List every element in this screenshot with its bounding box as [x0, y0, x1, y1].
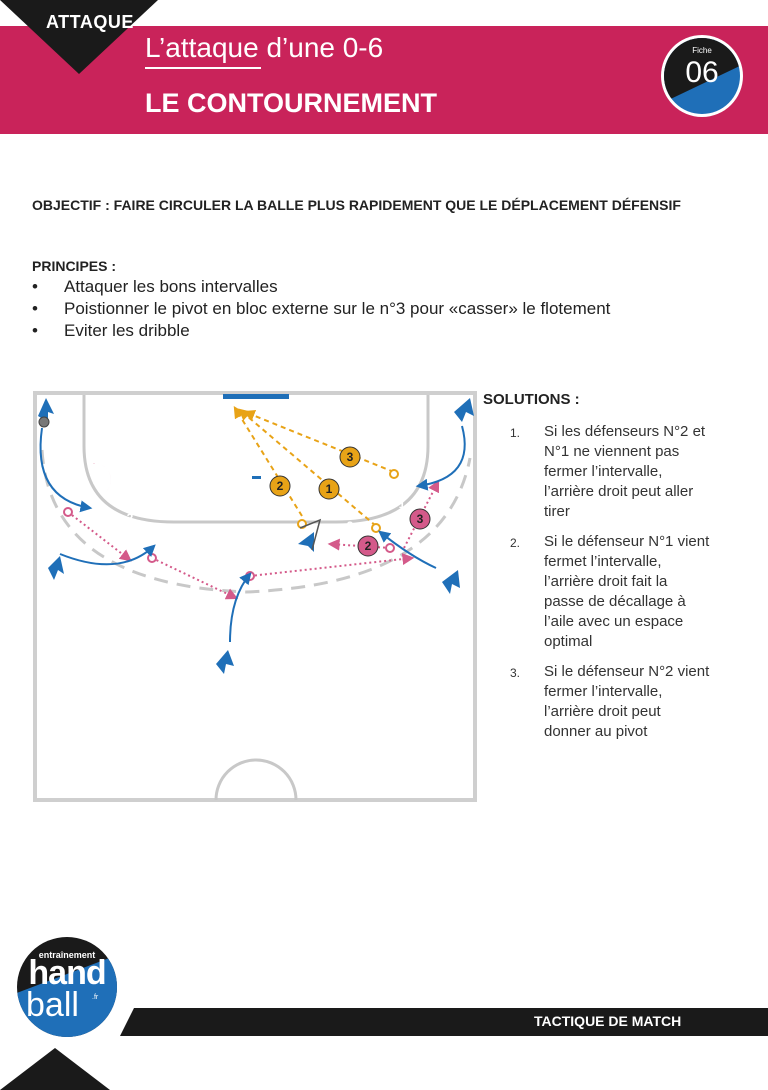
defender-label: 2 [347, 519, 354, 533]
pass-label: 1 [326, 482, 333, 496]
solutions-title: SOLUTIONS : [483, 391, 580, 408]
pivot-block [299, 518, 322, 551]
sheet-badge-number: 06 [685, 56, 719, 89]
page-subtitle: L’attaque d’une 0-6 [145, 32, 384, 63]
attacker-pivot [298, 532, 314, 552]
free-throw-line [40, 449, 472, 594]
list-item: 2.Si le défenseur N°1 vient fermet l’int… [510, 533, 710, 650]
sheet-badge-label: Fiche [692, 46, 712, 55]
footer-bar [120, 1008, 768, 1036]
logo-ball: ball [26, 986, 79, 1024]
attacker-left-back [48, 556, 64, 580]
list-item: •Eviter les dribble [32, 321, 190, 340]
category-tag-shape [0, 0, 158, 74]
attacker-label: 3 [417, 512, 424, 526]
page-title: LE CONTOURNEMENT [145, 88, 438, 118]
subtitle-underline [145, 67, 261, 69]
tactics-diagram: 1 2 3 3 2 1 2 1 3 2 3 [33, 391, 477, 802]
category-tag: ATTAQUE [46, 12, 134, 32]
logo-hand: hand [28, 954, 106, 992]
center-circle [214, 758, 298, 801]
attacker-right-wing [454, 398, 474, 422]
principes-title: PRINCIPES : [32, 258, 117, 274]
defender-label: 1 [399, 497, 406, 511]
defender-label: 3 [267, 537, 274, 551]
court-outline [33, 391, 477, 802]
list-item: •Poistionner le pivot en bloc externe su… [32, 299, 611, 318]
sheet-badge [661, 35, 743, 117]
list-item: 1.Si les défenseurs N°2 et N°1 ne vienne… [510, 423, 706, 520]
defender-label: 2 [127, 511, 134, 525]
attacker-left-wing [38, 398, 54, 422]
defender-label: 1 [93, 473, 100, 487]
pass-label: 3 [347, 450, 354, 464]
header-band [0, 26, 768, 134]
principes-list: •Attaquer les bons intervalles •Poistion… [32, 276, 610, 342]
solutions-list: 1.Si les défenseurs N°2 et N°1 ne vienne… [510, 422, 710, 752]
corner-decoration [0, 1048, 110, 1090]
objective-text: OBJECTIF : FAIRE CIRCULER LA BALLE PLUS … [32, 197, 681, 213]
logo-tagline: entraînement [38, 950, 96, 960]
list-item: 3.Si le défenseur N°2 vient fermer l’int… [510, 663, 710, 740]
logo-domain: .fr [92, 994, 99, 1001]
goal [223, 394, 289, 399]
ball-icon [38, 416, 50, 428]
attacker-label: 2 [365, 539, 372, 553]
brand-logo [15, 935, 119, 1039]
goal-area-line [82, 395, 430, 524]
pass-label: 2 [277, 479, 284, 493]
footer-label: TACTIQUE DE MATCH [534, 1013, 682, 1029]
goalkeeper-mark [252, 476, 261, 479]
attacker-right-back [442, 570, 460, 594]
list-item: •Attaquer les bons intervalles [32, 277, 278, 296]
attacker-center [216, 650, 234, 674]
defender-label: 3 [191, 533, 198, 547]
